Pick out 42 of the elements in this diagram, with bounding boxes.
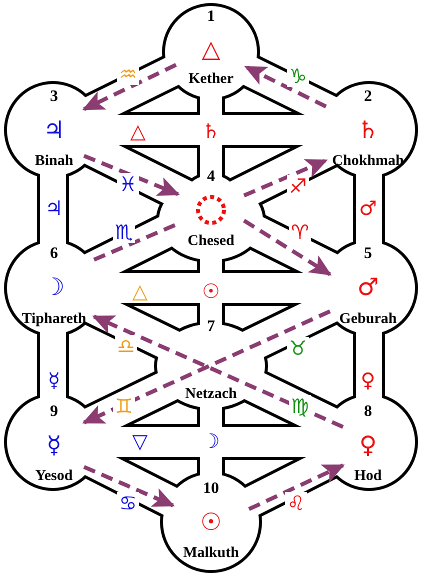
sephirah-number: 8	[364, 403, 372, 421]
astrological-symbol: ♏	[113, 221, 135, 243]
astrological-symbol: △	[202, 36, 220, 60]
sephirah-number: 6	[50, 245, 58, 263]
sephirah-name: Malkuth	[183, 545, 239, 562]
sephirah-name: Chokhmah	[332, 153, 404, 170]
astrological-symbol: ♓	[117, 173, 139, 195]
dashed-arrow	[244, 65, 327, 108]
dashed-arrow	[82, 309, 331, 424]
astrological-symbol: ♄	[357, 118, 379, 142]
sephirah-number: 5	[364, 245, 372, 263]
astrological-symbol: ♂	[357, 275, 379, 299]
dashed-arrow	[242, 218, 332, 276]
sephirah-number: 3	[50, 88, 58, 106]
astrological-symbol: ♑	[287, 65, 309, 87]
astrological-symbol: ☿	[46, 432, 62, 456]
dashed-arrow	[243, 158, 328, 198]
sephirah-number: 10	[203, 480, 219, 498]
sephirah-name: Kether	[188, 71, 234, 88]
sephirah-name: Chesed	[188, 233, 234, 250]
astrological-symbol: ♍	[289, 395, 311, 417]
sephirah-number: 2	[364, 88, 372, 106]
sephirah-name: Hod	[354, 468, 382, 485]
sephirah-name: Tiphareth	[22, 311, 86, 328]
sephirah-number: 4	[207, 168, 215, 186]
sephirah-number: 9	[50, 403, 58, 421]
dashed-arrow	[83, 154, 180, 196]
astrological-symbol: ☉	[200, 510, 222, 534]
dashed-arrow	[92, 314, 344, 429]
sephirah-number: 1	[207, 8, 215, 26]
sephirah-name: Netzach	[185, 386, 237, 403]
dashed-arrow	[248, 463, 345, 511]
astrological-symbol: ♀	[359, 432, 377, 456]
astrological-symbol: ♈	[289, 221, 311, 243]
sephirah-number: 7	[207, 318, 215, 336]
dashed-arrow	[82, 63, 177, 111]
dashed-arrow	[83, 465, 175, 508]
astrological-symbol: ♃	[43, 118, 65, 142]
astrological-symbol: ☽	[43, 275, 65, 299]
sephirah-name: Yesod	[35, 468, 73, 485]
sephirah-name: Geburah	[339, 311, 397, 328]
sephirah-name: Binah	[34, 153, 74, 170]
